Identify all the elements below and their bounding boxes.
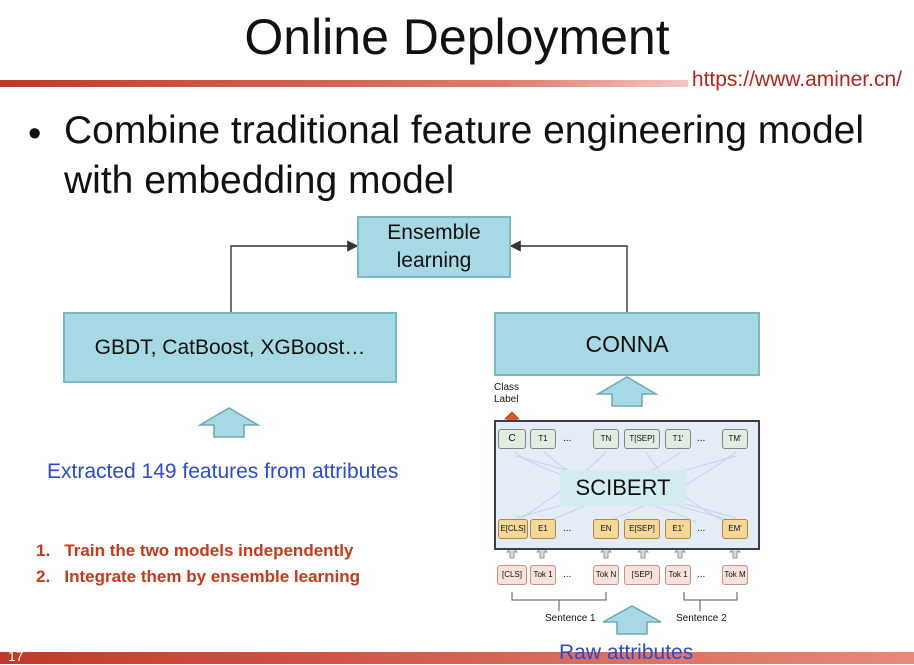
token-tsep: T[SEP] bbox=[624, 429, 660, 449]
ensemble-line-1: Ensemble bbox=[387, 221, 481, 244]
scibert-label: SCIBERT bbox=[560, 470, 686, 506]
token-tm-prime: TM' bbox=[722, 429, 748, 449]
raw-up-arrow-icon bbox=[602, 605, 662, 635]
embed-m-prime: EM' bbox=[722, 519, 748, 539]
embed-cls: E[CLS] bbox=[498, 519, 528, 539]
input-ellipsis-2: ... bbox=[697, 569, 706, 580]
features-up-arrow-icon bbox=[197, 407, 261, 438]
embed-n: EN bbox=[593, 519, 619, 539]
sentence-2-label: Sentence 2 bbox=[676, 613, 727, 624]
sentence-1-label: Sentence 1 bbox=[545, 613, 596, 624]
class-label-line-2: Label bbox=[494, 394, 519, 405]
embed-1-prime: E1' bbox=[665, 519, 691, 539]
input-tok-1-prime: Tok 1 bbox=[665, 565, 691, 585]
input-tok-n: Tok N bbox=[593, 565, 619, 585]
source-url: https://www.aminer.cn/ bbox=[687, 68, 906, 92]
embed-sep: E[SEP] bbox=[624, 519, 660, 539]
input-tok-m: Tok M bbox=[722, 565, 748, 585]
gbdt-to-ensemble-arrow bbox=[230, 240, 359, 312]
input-ellipsis-1: ... bbox=[563, 569, 572, 580]
bullet-dot: • bbox=[28, 113, 42, 155]
features-caption: Extracted 149 features from attributes bbox=[47, 460, 399, 483]
conna-to-ensemble-arrow bbox=[509, 240, 628, 312]
input-sep: [SEP] bbox=[624, 565, 660, 585]
title-rule bbox=[0, 80, 914, 87]
conna-model-box: CONNA bbox=[494, 312, 760, 376]
top-ellipsis-1: ... bbox=[563, 433, 572, 444]
footer-bar bbox=[0, 652, 914, 664]
token-t1: T1 bbox=[530, 429, 556, 449]
input-tok-1: Tok 1 bbox=[530, 565, 556, 585]
step-2: 2. Integrate them by ensemble learning bbox=[36, 567, 361, 586]
ensemble-learning-box: Ensemble learning bbox=[357, 216, 511, 278]
sentence2-bracket bbox=[683, 592, 738, 601]
scibert-up-arrow-icon bbox=[595, 376, 659, 407]
embed-1: E1 bbox=[530, 519, 556, 539]
embed-ellipsis-1: ... bbox=[563, 523, 572, 534]
token-tn: TN bbox=[593, 429, 619, 449]
gbdt-model-box: GBDT, CatBoost, XGBoost… bbox=[63, 312, 397, 383]
token-c: C bbox=[498, 429, 526, 449]
embed-ellipsis-2: ... bbox=[697, 523, 706, 534]
input-cls: [CLS] bbox=[497, 565, 527, 585]
top-ellipsis-2: ... bbox=[697, 433, 706, 444]
step-1: 1. Train the two models independently bbox=[36, 541, 354, 560]
class-label-line-1: Class bbox=[494, 382, 520, 393]
class-label: Class Label bbox=[494, 382, 519, 406]
page-number: 17 bbox=[8, 648, 24, 664]
ensemble-line-2: learning bbox=[396, 249, 472, 272]
slide-title: Online Deployment bbox=[244, 9, 670, 65]
raw-attributes-caption: Raw attributes bbox=[559, 641, 694, 664]
token-t1-prime: T1' bbox=[665, 429, 691, 449]
sentence1-bracket bbox=[511, 592, 607, 601]
bullet-text: Combine traditional feature engineering … bbox=[64, 109, 864, 202]
